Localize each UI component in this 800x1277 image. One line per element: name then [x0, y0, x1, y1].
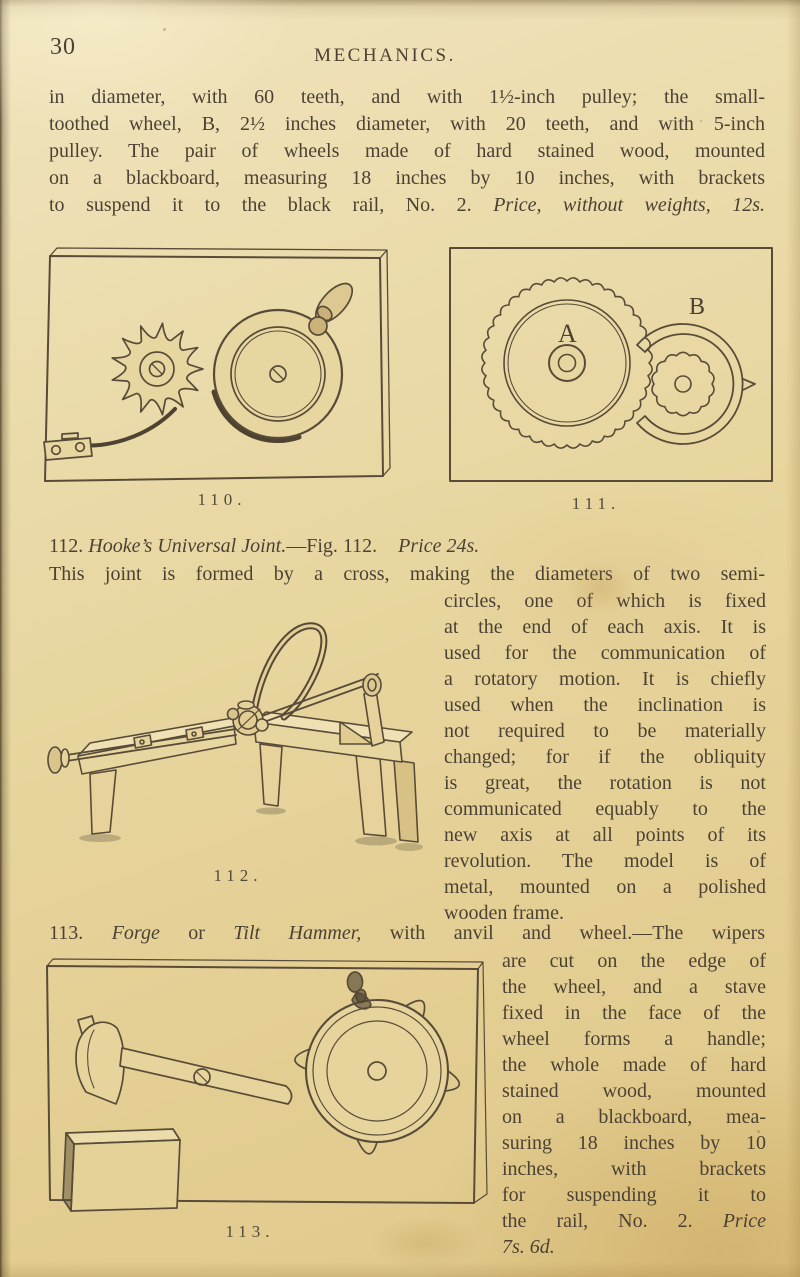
column-line: is great, the rotation is not	[444, 772, 766, 794]
column-line: circles, one of which is fixed	[444, 590, 766, 612]
paper-speck	[700, 120, 702, 122]
column-line: on a blackboard, mea-	[502, 1106, 766, 1128]
gear-b	[651, 351, 715, 417]
figure-113-illustration	[46, 958, 488, 1212]
item-113-price-tail: 7s. 6d.	[502, 1236, 555, 1258]
column-line: the wheel, and a stave	[502, 976, 766, 998]
item-112-lines: circles, one of which is fixed at the end…	[444, 588, 766, 900]
figure-113-caption: 113.	[225, 1222, 275, 1241]
figure-112-caption: 112.	[213, 866, 263, 885]
item-113-lines: are cut on the edge of the wheel, and a s…	[502, 948, 766, 1208]
item-113-title-a: Forge	[111, 922, 160, 944]
anvil	[62, 1128, 181, 1212]
intro-line: toothed wheel, B, 2½ inches diameter, wi…	[49, 113, 765, 135]
frame-111	[449, 247, 773, 482]
wiper-lobe	[405, 999, 426, 1018]
column-line: wheel forms a handle;	[502, 1028, 766, 1050]
figure-111-illustration: A B	[449, 247, 773, 482]
item-112-column: circles, one of which is fixed at the end…	[444, 588, 766, 926]
column-line: at the end of each axis. It is	[444, 616, 766, 638]
price-line-price: Price	[722, 1210, 767, 1232]
column-line: for suspending it to	[502, 1184, 766, 1206]
column-line: revolution. The model is of	[444, 850, 766, 872]
figure-112-illustration	[47, 622, 423, 851]
figure-110-illustration	[43, 247, 391, 482]
gear-b-label: B	[689, 294, 705, 320]
column-line: not required to be materially	[444, 720, 766, 742]
item-112-title: Hooke’s Universal Joint.	[88, 535, 287, 557]
intro-last-text: to suspend it to the black rail, No. 2.	[49, 194, 472, 216]
item-113-number: 113.	[49, 922, 84, 944]
column-line: stained wood, mounted	[502, 1080, 766, 1102]
running-head: MECHANICS.	[314, 45, 456, 66]
paper-stain	[565, 560, 635, 615]
intro-line: pulley. The pair of wheels made of hard …	[49, 140, 765, 162]
column-line: used for the communication of	[444, 642, 766, 664]
column-line: inches, with brackets	[502, 1158, 766, 1180]
intro-lines: in diameter, with 60 teeth, and with 1½-…	[49, 84, 765, 192]
item-113-price-line: the rail, No. 2. Price	[502, 1208, 766, 1234]
hammer-helve	[119, 1047, 293, 1105]
item-112-last-line: wooden frame.	[444, 902, 564, 924]
figure-111-caption: 111.	[571, 494, 621, 513]
column-line: fixed in the face of the	[502, 1002, 766, 1024]
stand-leg	[89, 769, 117, 835]
intro-paragraph: in diameter, with 60 teeth, and with 1½-…	[49, 84, 765, 219]
gear-a-label: A	[558, 319, 577, 348]
wiper-lobe	[444, 1070, 461, 1092]
paper-speck	[163, 28, 166, 31]
column-line: new axis at all points of its	[444, 824, 766, 846]
band-arc	[211, 389, 302, 444]
wiper-wheel	[294, 998, 461, 1155]
column-line: metal, mounted on a polished	[444, 876, 766, 898]
band-b	[636, 323, 744, 445]
wiper-lobe	[356, 1138, 378, 1155]
column-line: changed; for if the obliquity	[444, 746, 766, 768]
item-112-number: 112.	[49, 535, 84, 557]
tilt-hammer	[75, 1015, 293, 1105]
price-line-text: the rail, No. 2.	[502, 1210, 693, 1232]
intro-line: on a blackboard, measuring 18 inches by …	[49, 167, 765, 189]
intro-last-line: to suspend it to the black rail, No. 2. …	[49, 192, 765, 219]
stave-handle	[346, 971, 372, 1010]
paper-speck	[757, 1130, 760, 1133]
item-112-price: Price 24s.	[398, 535, 480, 557]
stand-leg	[259, 743, 283, 807]
gear-a	[481, 277, 653, 449]
hammer-head	[75, 1021, 125, 1105]
universal-joint	[226, 700, 269, 736]
figure-110-caption: 110.	[197, 490, 247, 509]
item-112-heading: 112. Hooke’s Universal Joint.—Fig. 112. …	[49, 533, 765, 559]
column-line: communicated equably to the	[444, 798, 766, 820]
stand-leg	[355, 753, 387, 837]
item-112-lead: This joint is formed by a cross, making …	[49, 563, 765, 585]
column-line: a rotatory motion. It is chiefly	[444, 668, 766, 690]
intro-line: in diameter, with 60 teeth, and with 1½-…	[49, 86, 765, 108]
cord	[78, 407, 177, 448]
stand-leg	[393, 759, 419, 843]
paper-stain	[370, 1215, 480, 1270]
item-113-conj: or	[188, 922, 205, 944]
column-line: suring 18 inches by 10	[502, 1132, 766, 1154]
item-113-rest: with anvil and wheel.—The wipers	[389, 922, 766, 944]
item-113-heading: 113. Forge or Tilt Hammer, with anvil an…	[49, 920, 765, 946]
item-112-figref: —Fig. 112.	[286, 535, 378, 557]
item-113-title-b: Tilt Hammer,	[233, 922, 362, 944]
column-line: used when the inclination is	[444, 694, 766, 716]
item-113-column: are cut on the edge of the wheel, and a s…	[502, 948, 766, 1260]
column-line: the whole made of hard	[502, 1054, 766, 1076]
page-number: 30	[50, 34, 76, 60]
column-line: are cut on the edge of	[502, 950, 766, 972]
wiper-lobe	[294, 1048, 311, 1070]
intro-price: Price, without weights, 12s.	[493, 194, 766, 216]
